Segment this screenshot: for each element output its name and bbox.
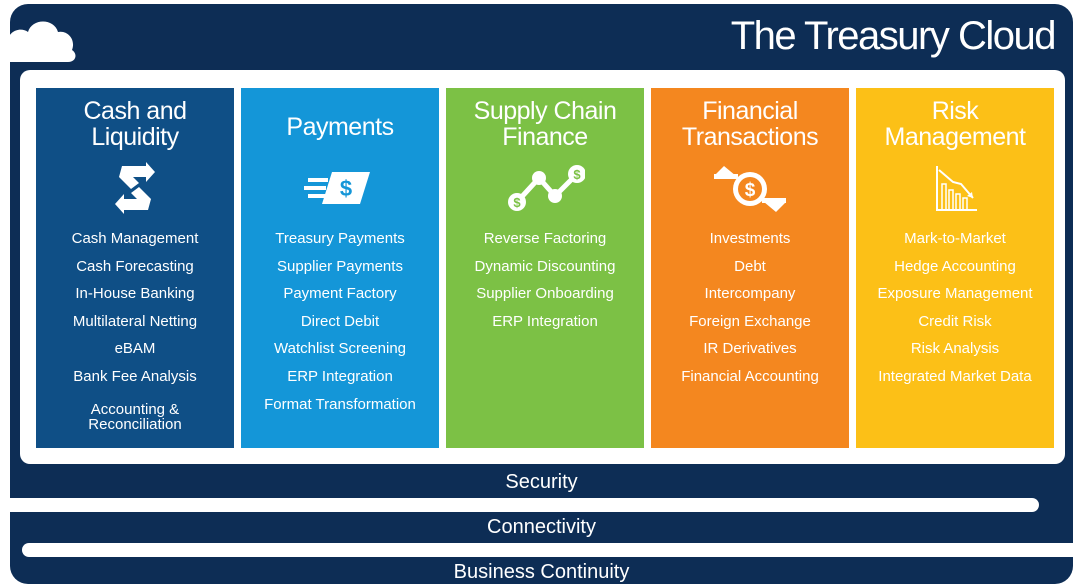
list-item: Risk Analysis [910,340,1000,358]
list-item-line: Accounting & [90,400,180,418]
column-title-line: Cash and [83,97,187,125]
list-item: Cash Forecasting [76,257,194,275]
list-item: ERP Integration [287,367,393,385]
page-title: The Treasury Cloud [730,14,1057,58]
column-title-line: Finance [502,123,588,151]
column-title-line: Financial [702,97,798,125]
svg-text:$: $ [513,195,521,210]
list-item: Format Transformation [264,395,416,413]
column-title-line: Risk [931,97,979,125]
list-item: Debt [734,257,766,275]
list-item: Dynamic Discounting [474,257,616,275]
list-item: eBAM [114,340,156,358]
column-title: Financial Transactions [651,98,849,150]
list-item: Integrated Market Data [878,367,1032,385]
svg-text:$: $ [340,176,352,201]
list-item: Reverse Factoring [483,230,607,247]
list-item: Accounting & Reconciliation [36,396,234,432]
column-title-line: Liquidity [91,123,179,151]
list-item: Treasury Payments [275,230,405,247]
item-list: Cash Management Cash Forecasting In-Hous… [36,230,234,432]
list-item: Foreign Exchange [689,312,811,330]
column-risk-management: Risk Management Mark-to-Market Hedge Acc… [856,88,1054,448]
cloud-icon [0,21,76,62]
dollar-trend-icon: $ $ [508,165,585,211]
item-list: Mark-to-Market Hedge Accounting Exposure… [856,230,1054,396]
list-item: Investments [709,230,791,247]
list-item: Mark-to-Market [904,230,1006,247]
list-item: Direct Debit [300,312,380,330]
column-cash-and-liquidity: Cash and Liquidity Cash Management Cash … [36,88,234,448]
column-title: Supply Chain Finance [446,98,644,150]
item-list: Treasury Payments Supplier Payments Paym… [241,230,439,423]
svg-text:$: $ [745,180,756,201]
column-financial-transactions: Financial Transactions $ Investments Deb… [651,88,849,448]
column-payments: Payments $ Treasury Payments Supplier Pa… [241,88,439,448]
list-item: Supplier Onboarding [476,285,614,303]
connectivity-band-label: Connectivity [487,516,596,538]
fast-money-icon: $ [304,172,370,204]
item-list: Reverse Factoring Dynamic Discounting Su… [446,230,644,340]
column-title: Payments [241,114,439,140]
security-band-label: Security [505,471,578,493]
connectivity-band-separator [22,543,1073,557]
column-title-line: Management [884,123,1026,151]
list-item-line: Reconciliation [88,415,182,433]
list-item: Watchlist Screening [274,340,406,358]
business-continuity-band-label: Business Continuity [453,561,630,583]
list-item: Credit Risk [918,312,992,330]
item-list: Investments Debt Intercompany Foreign Ex… [651,230,849,396]
column-title: Cash and Liquidity [36,98,234,150]
list-item: Intercompany [704,285,796,303]
exchange-arrows-icon [115,162,155,214]
column-title-line: Transactions [681,123,819,151]
column-title-line: Payments [286,113,394,141]
list-item: Financial Accounting [681,367,819,385]
dollar-cycle-icon: $ [714,166,786,212]
column-title-line: Supply Chain [473,97,617,125]
list-item: Supplier Payments [277,257,403,275]
list-item: Payment Factory [283,285,397,303]
column-supply-chain-finance: Supply Chain Finance $ $ Reverse Factori… [446,88,644,448]
column-title: Risk Management [856,98,1054,150]
list-item: In-House Banking [75,285,195,303]
declining-chart-icon [936,166,977,211]
list-item: Cash Management [71,230,199,247]
list-item: IR Derivatives [703,340,797,358]
security-band-separator [10,498,1039,512]
svg-text:$: $ [573,167,581,182]
list-item: ERP Integration [492,312,598,330]
list-item: Exposure Management [877,285,1033,303]
list-item: Multilateral Netting [72,312,198,330]
list-item: Hedge Accounting [894,257,1016,275]
list-item: Bank Fee Analysis [73,367,197,385]
